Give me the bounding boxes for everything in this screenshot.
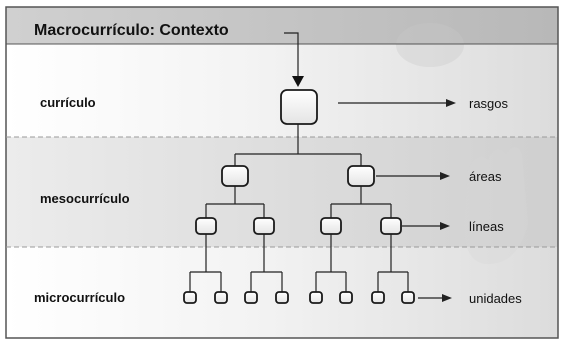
- node-unidad-1: [183, 291, 197, 304]
- output-arrowheads: [440, 99, 456, 302]
- node-linea-2: [253, 217, 275, 235]
- mesocurriculo-band: [6, 137, 558, 247]
- node-unidad-2: [214, 291, 228, 304]
- node-unidad-6: [339, 291, 353, 304]
- background-figure: [396, 23, 528, 264]
- node-area-2: [347, 165, 375, 187]
- output-arrows: [338, 102, 448, 299]
- node-unidad-7: [371, 291, 385, 304]
- arrowhead-areas: [440, 172, 450, 180]
- title-band: [6, 7, 558, 44]
- node-linea-4: [380, 217, 402, 235]
- node-linea-1: [195, 217, 217, 235]
- node-unidad-3: [244, 291, 258, 304]
- arrowhead-rasgos: [446, 99, 456, 107]
- title-arrowhead: [292, 76, 304, 87]
- arrowhead-unidades: [442, 294, 452, 302]
- node-curriculo: [280, 89, 318, 125]
- node-area-1: [221, 165, 249, 187]
- output-label-rasgos: rasgos: [469, 96, 509, 111]
- tree-nodes: [183, 89, 415, 304]
- level-label-mesocurriculo: mesocurrículo: [40, 191, 130, 206]
- output-label-areas: áreas: [469, 169, 502, 184]
- node-linea-3: [320, 217, 342, 235]
- tree-connectors: [189, 32, 409, 292]
- node-unidad-8: [401, 291, 415, 304]
- diagram-title: Macrocurrículo: Contexto: [34, 22, 229, 39]
- arrowhead-lineas: [440, 222, 450, 230]
- node-unidad-5: [309, 291, 323, 304]
- level-label-microcurriculo: microcurrículo: [34, 290, 125, 305]
- output-label-unidades: unidades: [469, 291, 522, 306]
- output-label-lineas: líneas: [469, 219, 504, 234]
- diagram-frame: [5, 6, 559, 339]
- level-label-curriculo: currículo: [40, 95, 96, 110]
- node-unidad-4: [275, 291, 289, 304]
